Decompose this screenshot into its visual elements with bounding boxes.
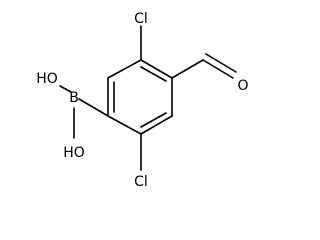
benzene-ring: [107, 59, 173, 135]
atom-label-cl-bottom: Cl: [134, 174, 148, 190]
atom-label-cl-top: Cl: [134, 11, 148, 27]
ring-bond-c6-c1: [107, 59, 142, 79]
bond-c2-cho: [171, 59, 204, 79]
ring-double-bond-inner-c1-c2: [140, 66, 167, 82]
atom-label-oxygen: O: [237, 78, 248, 94]
atom-label-hydroxyl-top: HO: [36, 71, 58, 87]
ring-bond-c1-c2: [140, 59, 173, 79]
atom-label-hydroxyl-bottom: HO: [63, 145, 85, 161]
atom-label-boron: B: [69, 90, 79, 106]
bond-boron-oh-top: [59, 85, 72, 93]
ring-bond-c3-c4: [140, 115, 173, 135]
chemical-structure: Cl Cl O B HO HO: [36, 11, 248, 190]
bond-cho-o-2: [205, 53, 237, 73]
ring-double-bond-inner-c3-c4: [140, 112, 167, 128]
bond-c6-boron: [78, 98, 109, 117]
bond-cho-o-1: [202, 59, 234, 79]
ring-bond-c4-c5: [107, 115, 142, 135]
